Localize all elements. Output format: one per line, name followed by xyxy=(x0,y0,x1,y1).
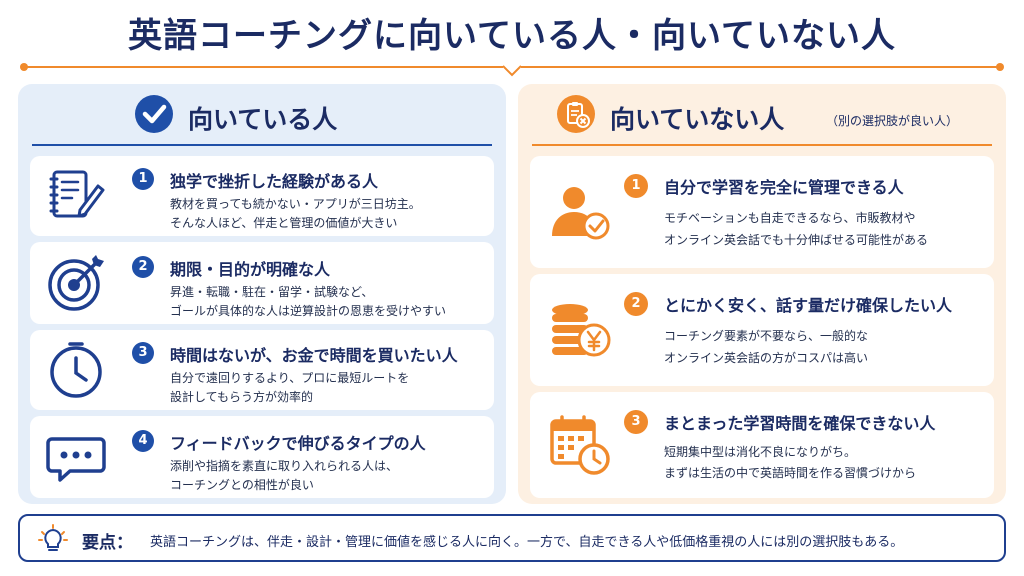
key-point-text: 英語コーチングは、伴走・設計・管理に価値を感じる人に向く。一方で、自走できる人や… xyxy=(150,535,904,550)
notebook-pen-icon xyxy=(49,170,105,218)
item-title: まとまった学習時間を確保できない人 xyxy=(664,414,936,433)
item-number: 1 xyxy=(132,168,154,190)
item-title: 自分で学習を完全に管理できる人 xyxy=(664,178,904,197)
suited-item-3: 3 時間はないが、お金で時間を買いたい人 自分で遠回りするより、プロに最短ルート… xyxy=(30,330,494,410)
item-title: フィードバックで伸びるタイプの人 xyxy=(170,434,426,453)
suited-item-2: 2 期限・目的が明確な人 昇進・転職・駐在・留学・試験など、 ゴールが具体的な人… xyxy=(30,242,494,324)
suited-heading: 向いている人 xyxy=(188,105,338,134)
item-desc-line2: コーチングとの相性が良い xyxy=(170,478,314,492)
suited-panel: 向いている人 1 独学で挫折した経験がある人 教材を買っても続かない・アプリが三… xyxy=(18,84,506,504)
item-desc-line2: まずは生活の中で英語時間を作る習慣づけから xyxy=(664,466,917,480)
coins-yen-icon xyxy=(552,304,611,357)
item-number: 3 xyxy=(624,410,648,434)
item-desc-line1: コーチング要素が不要なら、一般的な xyxy=(664,329,869,343)
item-number: 2 xyxy=(624,292,648,316)
item-number: 1 xyxy=(624,174,648,198)
unsuited-item-3: 3 まとまった学習時間を確保できない人 短期集中型は消化不良になりがち。 まずは… xyxy=(530,392,994,498)
clipboard-x-icon xyxy=(557,95,595,133)
item-title: とにかく安く、話す量だけ確保したい人 xyxy=(664,296,953,315)
item-desc-line2: ゴールが具体的な人は逆算設計の恩恵を受けやすい xyxy=(170,304,447,318)
item-desc-line1: 昇進・転職・駐在・留学・試験など、 xyxy=(170,285,374,299)
item-number: 3 xyxy=(132,342,154,364)
item-desc-line2: オンライン英会話でも十分伸ばせる可能性がある xyxy=(664,233,929,247)
item-desc-line2: 設計してもらう方が効率的 xyxy=(170,390,314,404)
clock-icon xyxy=(50,342,102,398)
item-title: 時間はないが、お金で時間を買いたい人 xyxy=(170,346,458,365)
unsuited-heading: 向いていない人 xyxy=(610,105,785,134)
item-desc-line1: 自分で遠回りするより、プロに最短ルートを xyxy=(170,371,410,385)
person-check-icon xyxy=(552,187,610,240)
page-title: 英語コーチングに向いている人・向いていない人 xyxy=(128,16,896,56)
suited-item-1: 1 独学で挫折した経験がある人 教材を買っても続かない・アプリが三日坊主。 そん… xyxy=(30,156,494,236)
target-icon xyxy=(48,255,104,311)
lightbulb-icon xyxy=(38,524,68,551)
key-point-box: 要点： 英語コーチングは、伴走・設計・管理に価値を感じる人に向く。一方で、自走で… xyxy=(18,514,1006,562)
item-desc-line1: 教材を買っても続かない・アプリが三日坊主。 xyxy=(170,197,421,211)
item-number: 2 xyxy=(132,256,154,278)
item-desc-line1: モチベーションも自走できるなら、市販教材や xyxy=(664,211,916,225)
item-title: 期限・目的が明確な人 xyxy=(170,260,331,279)
unsuited-item-2: 2 とにかく安く、話す量だけ確保したい人 コーチング要素が不要なら、一般的な オ… xyxy=(530,274,994,386)
calendar-clock-icon xyxy=(550,415,610,475)
item-desc-line2: オンライン英会話の方がコスパは高い xyxy=(664,351,869,365)
item-number: 4 xyxy=(132,430,154,452)
item-desc-line1: 短期集中型は消化不良になりがち。 xyxy=(664,445,857,459)
check-circle-icon xyxy=(135,95,173,133)
item-title: 独学で挫折した経験がある人 xyxy=(170,172,379,191)
chat-bubble-icon xyxy=(46,437,106,482)
suited-item-4: 4 フィードバックで伸びるタイプの人 添削や指摘を素直に取り入れられる人は、 コ… xyxy=(30,416,494,498)
unsuited-item-1: 1 自分で学習を完全に管理できる人 モチベーションも自走できるなら、市販教材や … xyxy=(530,156,994,268)
unsuited-panel: 向いていない人 （別の選択肢が良い人） 1 自分で学習を完全に管理できる人 モチ… xyxy=(518,84,1006,504)
unsuited-subheading: （別の選択肢が良い人） xyxy=(826,114,959,128)
item-desc-line2: そんな人ほど、伴走と管理の価値が大きい xyxy=(170,216,398,230)
key-point-label: 要点： xyxy=(82,533,133,553)
item-desc-line1: 添削や指摘を素直に取り入れられる人は、 xyxy=(170,459,399,473)
title-divider xyxy=(20,63,1004,77)
